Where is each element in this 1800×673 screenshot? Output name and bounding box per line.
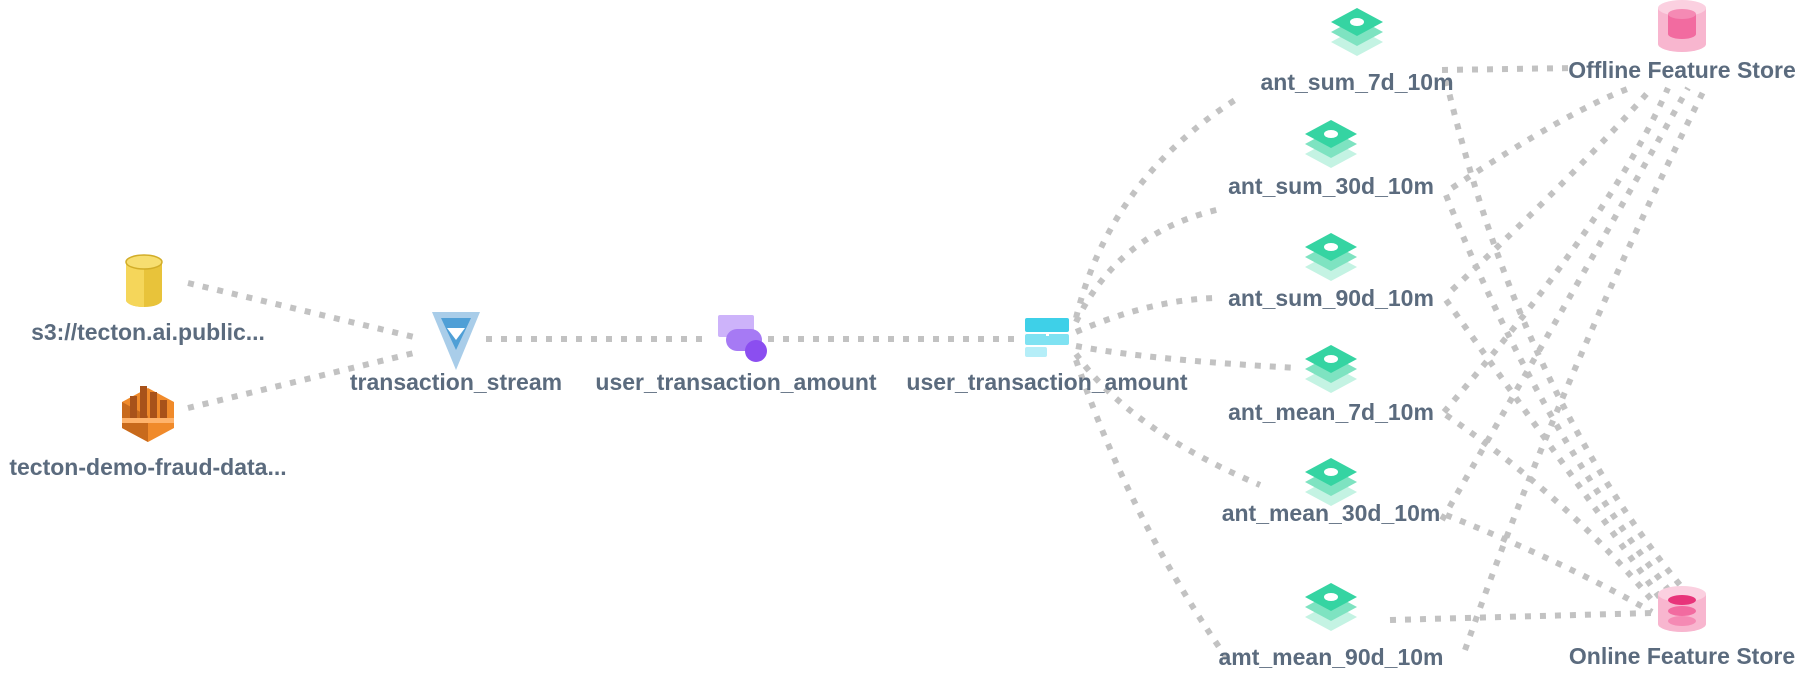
node-transformation[interactable]: user_transaction_amount (595, 315, 877, 395)
node-label: ant_mean_7d_10m (1228, 399, 1434, 425)
edge-fv-sum-30d-to-offline (1450, 85, 1632, 191)
node-offline-store[interactable]: Offline Feature Store (1568, 0, 1796, 83)
offline-store-icon (1658, 0, 1706, 52)
kinesis-stream-icon (122, 386, 174, 442)
feature-view-layers-icon (1305, 583, 1357, 631)
edge-service-to-fv-mean-7d (1075, 343, 1299, 371)
edge-service-to-fv-sum-30d (1073, 205, 1226, 324)
node-label: tecton-demo-fraud-data... (9, 454, 286, 480)
feature-view-layers-icon (1331, 8, 1383, 56)
edges (187, 65, 1708, 662)
node-fv-mean-7d[interactable]: ant_mean_7d_10m (1228, 345, 1434, 425)
edge-fv-mean-30d-to-offline (1439, 86, 1691, 522)
node-label: transaction_stream (350, 369, 562, 395)
edge-fv-sum-90d-to-online (1443, 298, 1663, 600)
edge-fv-sum-90d-to-offline (1449, 88, 1653, 293)
edge-fv-sum-7d-to-offline (1441, 65, 1576, 73)
feature-view-layers-icon (1305, 458, 1357, 506)
edge-fv-mean-90d-to-online (1389, 610, 1653, 623)
node-s3-source[interactable]: s3://tecton.ai.public... (31, 254, 265, 345)
feature-view-layers-icon (1305, 345, 1357, 393)
node-label: ant_sum_7d_10m (1260, 69, 1453, 95)
node-online-store[interactable]: Online Feature Store (1569, 586, 1795, 669)
feature-service-icon (1025, 318, 1069, 357)
node-transaction-stream[interactable]: transaction_stream (350, 312, 562, 395)
transformation-icon (718, 315, 767, 362)
edge-fv-sum-30d-to-online (1443, 193, 1673, 594)
node-label: ant_sum_30d_10m (1228, 173, 1434, 199)
node-label: ant_mean_30d_10m (1222, 500, 1441, 526)
node-label: s3://tecton.ai.public... (31, 319, 265, 345)
node-fv-sum-7d[interactable]: ant_sum_7d_10m (1260, 8, 1454, 95)
node-fv-mean-90d[interactable]: amt_mean_90d_10m (1218, 583, 1444, 670)
node-label: user_transaction_amount (906, 369, 1188, 395)
node-label: Offline Feature Store (1568, 57, 1795, 83)
edge-service-to-fv-sum-90d (1074, 295, 1216, 335)
edge-fv-mean-7d-to-offline (1441, 86, 1671, 414)
online-store-icon (1658, 586, 1706, 632)
edge-service-to-fv-sum-7d (1073, 97, 1237, 319)
edge-s3-to-stream (187, 280, 419, 341)
edge-service-to-fv-mean-90d (1073, 359, 1231, 662)
database-cylinder-icon (125, 254, 163, 307)
node-fv-sum-90d[interactable]: ant_sum_90d_10m (1228, 233, 1434, 311)
node-fv-sum-30d[interactable]: ant_sum_30d_10m (1228, 120, 1434, 199)
node-label: amt_mean_90d_10m (1218, 644, 1443, 670)
edge-fv-mean-90d-to-offline (1462, 86, 1708, 651)
feature-view-layers-icon (1305, 233, 1357, 281)
edge-kinesis-to-stream (187, 349, 419, 411)
node-fv-mean-30d[interactable]: ant_mean_30d_10m (1222, 458, 1441, 526)
node-label: Online Feature Store (1569, 643, 1795, 669)
edge-fv-mean-30d-to-online (1444, 512, 1654, 615)
node-feature-service[interactable]: user_transaction_amount (906, 318, 1188, 395)
node-label: ant_sum_90d_10m (1228, 285, 1434, 311)
stream-source-icon (432, 312, 480, 370)
node-kinesis-source[interactable]: tecton-demo-fraud-data... (9, 386, 287, 480)
feature-view-layers-icon (1305, 120, 1357, 168)
node-label: user_transaction_amount (595, 369, 877, 395)
